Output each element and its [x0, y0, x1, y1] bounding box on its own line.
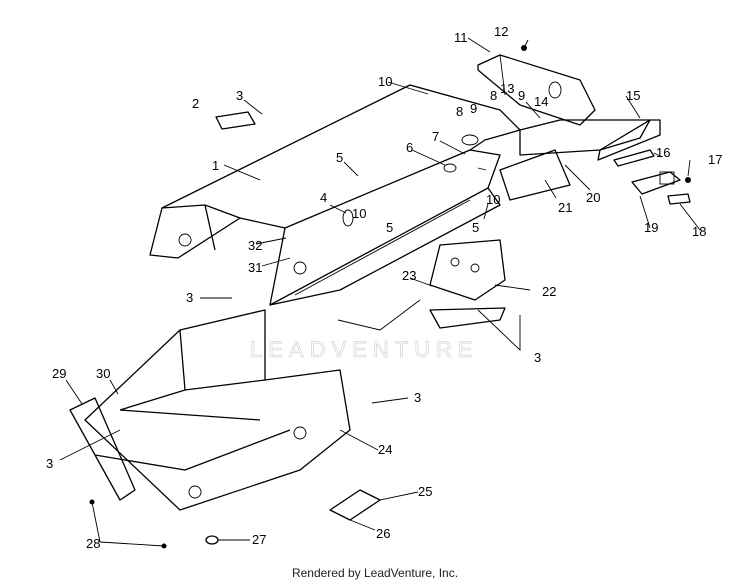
rear-extension-14 — [519, 119, 651, 156]
callout-14: 14 — [534, 94, 548, 109]
callout-25: 25 — [418, 484, 432, 499]
callout-1: 1 — [212, 158, 219, 173]
callout-2: 2 — [192, 96, 199, 111]
callout-32: 32 — [248, 238, 262, 253]
fastener-17 — [685, 177, 691, 183]
callout-21: 21 — [558, 200, 572, 215]
callout-10-a: 10 — [378, 74, 392, 89]
footer-credit: Rendered by LeadVenture, Inc. — [291, 566, 459, 580]
callout-5-b: 5 — [386, 220, 393, 235]
watermark: LEADVENTURE — [250, 337, 479, 362]
callout-labels: 1 2 3 3 3 3 3 4 5 5 5 6 7 8 8 9 9 10 10 … — [46, 24, 722, 551]
callout-9-a: 9 — [470, 101, 477, 116]
callout-4: 4 — [320, 190, 327, 205]
callout-16: 16 — [656, 145, 670, 160]
callout-10-b: 10 — [352, 206, 366, 221]
callout-3-a: 3 — [236, 88, 243, 103]
callout-3-e: 3 — [534, 350, 541, 365]
angle-bracket-26 — [329, 489, 381, 521]
callout-24: 24 — [378, 442, 392, 457]
callout-18: 18 — [692, 224, 706, 239]
callout-29: 29 — [52, 366, 66, 381]
callout-19: 19 — [644, 220, 658, 235]
callout-17: 17 — [708, 152, 722, 167]
callout-6: 6 — [406, 140, 413, 155]
rear-bracket-11 — [477, 54, 596, 126]
callout-3-d: 3 — [414, 390, 421, 405]
callout-11: 11 — [454, 30, 468, 45]
callout-7: 7 — [432, 129, 439, 144]
callout-30: 30 — [96, 366, 110, 381]
callout-3-c: 3 — [46, 456, 53, 471]
plate-2 — [215, 111, 256, 130]
callout-10-c: 10 — [486, 192, 500, 207]
callout-31: 31 — [248, 260, 262, 275]
bracket-22 — [429, 239, 506, 329]
reflector-16 — [613, 149, 655, 167]
callout-13: 13 — [500, 81, 514, 96]
callout-22: 22 — [542, 284, 556, 299]
callout-3-b: 3 — [186, 290, 193, 305]
callout-8-a: 8 — [456, 104, 463, 119]
side-plate-29 — [69, 397, 136, 501]
callout-23: 23 — [402, 268, 416, 283]
rail-15 — [597, 119, 661, 161]
callout-26: 26 — [376, 526, 390, 541]
plug-27 — [205, 535, 219, 545]
callout-5-c: 5 — [472, 220, 479, 235]
tunnel-assembly — [149, 84, 521, 306]
callout-8-b: 8 — [490, 88, 497, 103]
callout-9-b: 9 — [518, 88, 525, 103]
panel-21 — [499, 149, 571, 201]
callout-27: 27 — [252, 532, 266, 547]
front-frame-24 — [84, 309, 351, 511]
lens-18 — [667, 193, 691, 205]
taillight-19 — [631, 171, 681, 195]
callout-28: 28 — [86, 536, 100, 551]
leader-lines — [59, 37, 701, 547]
callout-12: 12 — [494, 24, 508, 39]
callout-15: 15 — [626, 88, 640, 103]
callout-5-a: 5 — [336, 150, 343, 165]
callout-20: 20 — [586, 190, 600, 205]
